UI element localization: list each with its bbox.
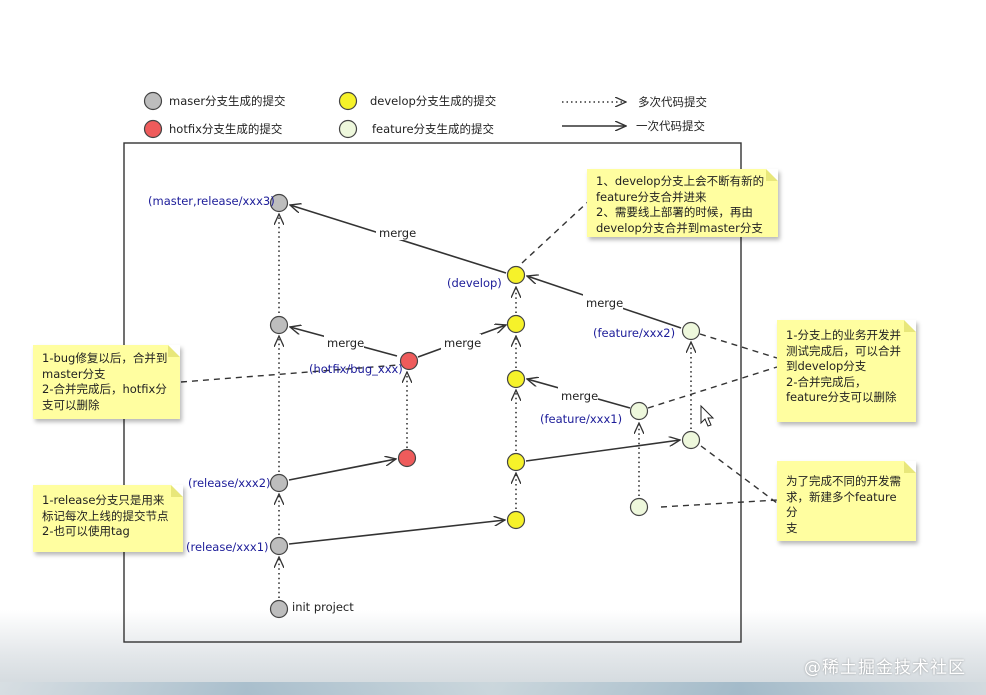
watermark: @稀土掘金技术社区 [804, 658, 966, 678]
bottom-shadow [0, 682, 986, 695]
new-feature-connector-2 [660, 499, 778, 508]
label-develop: (develop) [447, 276, 502, 290]
mouse-cursor-icon [700, 404, 715, 427]
master-commit-release2 [269, 473, 289, 493]
develop-note-connector [521, 199, 591, 264]
develop-commit-5 [506, 510, 526, 530]
develop-to-feature2 [525, 440, 680, 462]
label-init-project: init project [292, 600, 354, 614]
bug-note-connector [180, 364, 399, 383]
release2-to-hotfix [288, 459, 396, 481]
label-release-xxx1: (release/xxx1) [186, 540, 269, 554]
legend-hotfix-label: hotfix分支生成的提交 [169, 122, 283, 136]
develop-commit-3 [506, 369, 526, 389]
master-commit-release3 [269, 193, 289, 213]
note-release: 1-release分支只是用来 标记每次上线的提交节点 2-也可以使用tag [33, 485, 183, 552]
solid-arrows [288, 205, 681, 545]
legend-develop-dot [338, 91, 358, 111]
merge-labels: merge merge merge merge merge [324, 224, 623, 403]
commit-nodes [269, 193, 701, 619]
legend-feature-dot [338, 119, 358, 139]
bottom-fade [0, 610, 986, 695]
hotfix-commit-top [399, 351, 419, 371]
feature1-commit-top [629, 401, 649, 421]
label-master-release3: (master,release/xxx3) [148, 194, 275, 208]
legend-develop-label: develop分支生成的提交 [370, 94, 497, 108]
release1-to-develop [288, 520, 505, 545]
note-new-feature: 为了完成不同的开发需 求，新建多个feature分 支 [777, 461, 916, 541]
legend: maser分支生成的提交 hotfix分支生成的提交 develop分支生成的提… [143, 91, 707, 139]
legend-master-label: maser分支生成的提交 [169, 94, 286, 108]
label-hotfix: (hotfix/bug_xxx) [309, 362, 403, 376]
branch-labels: (master,release/xxx3) (develop) (feature… [148, 194, 675, 614]
hotfix-commit-bottom [397, 448, 417, 468]
master-commit-hotfix-merge [269, 315, 289, 335]
master-commit-release1 [269, 536, 289, 556]
legend-hotfix-dot [143, 119, 163, 139]
legend-feature-label: feature分支生成的提交 [372, 122, 495, 136]
label-release-xxx2: (release/xxx2) [188, 476, 271, 490]
note-bugfix: 1-bug修复以后，合并到 master分支 2-合并完成后，hotfix分 支… [33, 345, 180, 419]
label-feature-xxx2: (feature/xxx2) [593, 326, 675, 340]
feature-note-connector-2 [647, 366, 778, 409]
feature-note-connector-1 [699, 333, 778, 359]
merge-label-develop-master: merge [379, 226, 416, 240]
merge-label-hotfix-develop: merge [444, 336, 481, 350]
dotted-flows [279, 214, 691, 598]
feature2-commit-top [681, 321, 701, 341]
new-feature-connector-1 [700, 445, 778, 504]
master-commit-init [269, 599, 289, 619]
legend-master-dot [143, 91, 163, 111]
legend-solid-label: 一次代码提交 [636, 119, 705, 133]
feature1-commit-bottom [629, 497, 649, 517]
develop-commit-2 [506, 314, 526, 334]
merge-label-feature2-develop: merge [586, 296, 623, 310]
note-develop: 1、develop分支上会不断有新的 feature分支合并进来 2、需要线上部… [587, 169, 778, 237]
merge-label-feature1-develop: merge [561, 389, 598, 403]
develop-commit-4 [506, 452, 526, 472]
dashed-connectors [180, 199, 778, 508]
legend-dotted-label: 多次代码提交 [638, 95, 707, 109]
feature2-commit-bottom [681, 430, 701, 450]
merge-label-hotfix-master: merge [327, 336, 364, 350]
note-feature-merge: 1-分支上的业务开发并 测试完成后，可以合并 到develop分支 2-合并完成… [777, 320, 916, 422]
develop-commit-1 [506, 265, 526, 285]
label-feature-xxx1: (feature/xxx1) [540, 412, 622, 426]
